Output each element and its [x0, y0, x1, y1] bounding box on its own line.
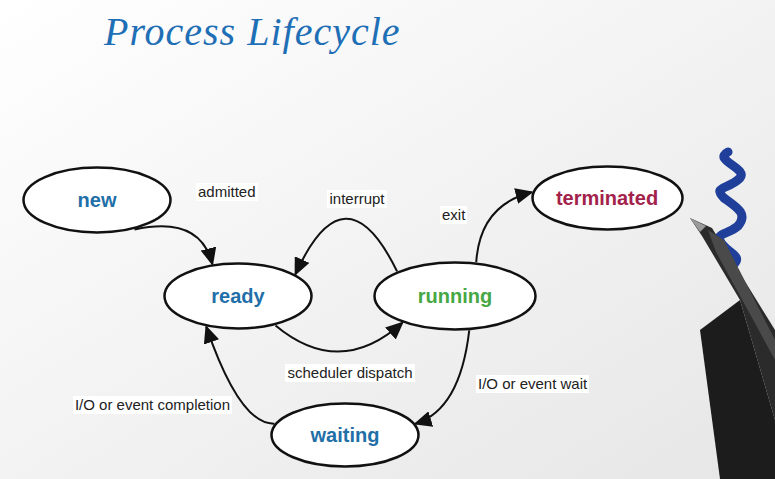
state-name: new: [78, 189, 117, 212]
state-ellipse: terminated: [531, 165, 684, 231]
transition-arrow: [476, 192, 531, 262]
state-ellipse: new: [22, 166, 172, 234]
state-name: terminated: [556, 187, 658, 210]
transition-label: I/O or event completion: [73, 396, 232, 414]
transition-arrow: [295, 219, 397, 274]
state-name: ready: [211, 285, 264, 308]
state-ellipse: waiting: [270, 402, 420, 468]
state-label-group: terminated: [556, 187, 658, 210]
transition-label: interrupt: [327, 190, 386, 208]
state-label-group: new: [78, 189, 117, 212]
state-name: waiting: [311, 424, 380, 447]
transition-arrow: [415, 330, 469, 423]
transition-label: exit: [440, 206, 467, 224]
transition-label: I/O or event wait: [476, 375, 589, 393]
title: Process Lifecycle: [104, 8, 401, 55]
state-ellipse: running: [373, 261, 537, 331]
state-label-group: running: [418, 285, 492, 308]
state-label-group: waiting: [311, 424, 380, 447]
state-ellipse: ready: [163, 262, 313, 330]
transition-arrow: [276, 323, 403, 352]
pen: [690, 218, 775, 479]
state-label-group: ready: [211, 285, 264, 308]
transition-label: admitted: [196, 183, 258, 201]
state-name: running: [418, 285, 492, 308]
transition-label: scheduler dispatch: [285, 364, 414, 382]
transition-arrow: [135, 226, 213, 264]
